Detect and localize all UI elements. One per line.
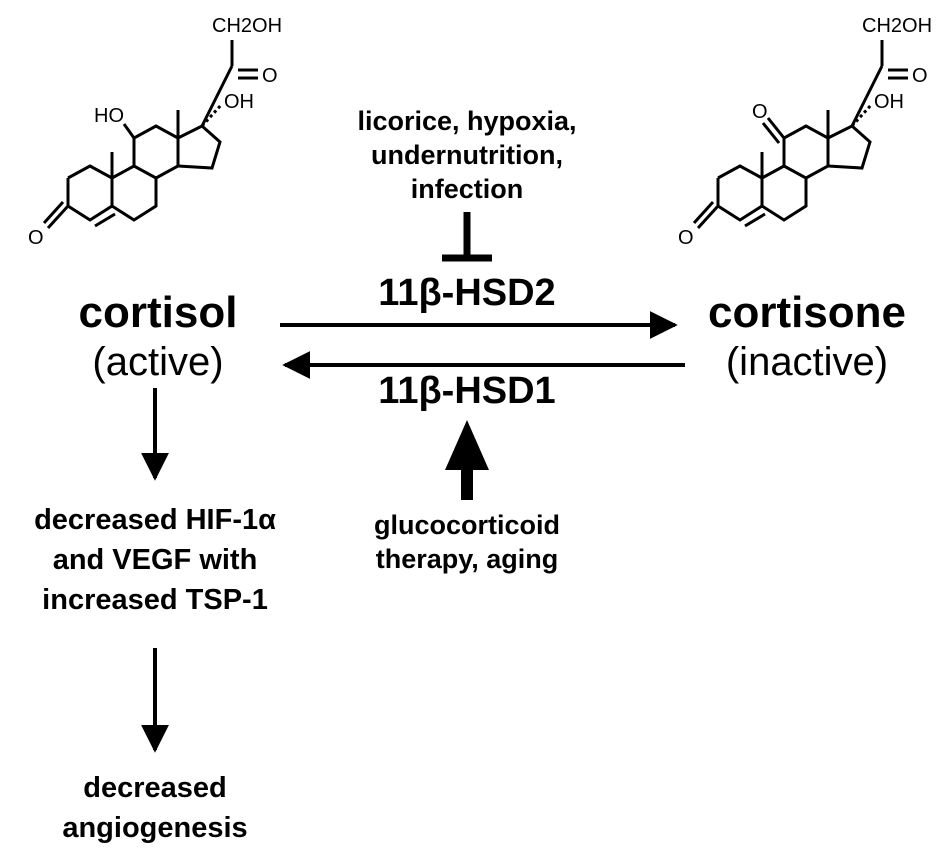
effect-line: decreased HIF-1α — [34, 504, 276, 536]
activator-list: glucocorticoid therapy, aging — [342, 508, 592, 576]
cortisone-structure — [692, 40, 908, 230]
effect-angiogenesis: decreased angiogenesis — [10, 768, 300, 848]
cortisol-oh17-label: OH — [224, 91, 254, 113]
cortisone-ketone11-label: O — [752, 101, 768, 123]
effect-line: increased TSP-1 — [42, 584, 268, 616]
cortisone-ch2oh-label: CH2OH — [862, 15, 932, 37]
cortisol-ketone3-label: O — [28, 227, 44, 249]
activator-line: therapy, aging — [375, 544, 559, 574]
inhibitor-list: licorice, hypoxia, undernutrition, infec… — [322, 104, 612, 206]
cortisol-name: cortisol — [78, 288, 238, 337]
effect-line: and VEGF with — [52, 544, 258, 576]
cortisone-ketone3-label: O — [678, 227, 694, 249]
cortisol-ch2oh-label: CH2OH — [212, 15, 282, 37]
effect-line: angiogenesis — [62, 812, 248, 844]
cortisone-oh17-label: OH — [874, 91, 904, 113]
cortisol-side-o-label: O — [262, 65, 278, 87]
cortisol-state: (active) — [92, 340, 224, 384]
effect-line: decreased — [83, 772, 227, 804]
activator-line: glucocorticoid — [373, 510, 560, 540]
enzyme-hsd2-label: 11β-HSD2 — [378, 272, 556, 314]
activation-arrow — [445, 420, 489, 500]
inhibitor-line: infection — [410, 174, 524, 204]
cortisone-side-o-label: O — [912, 65, 928, 87]
cortisol-structure — [42, 40, 258, 230]
inhibitor-line: undernutrition, — [371, 140, 563, 170]
enzyme-hsd1-label: 11β-HSD1 — [378, 370, 556, 412]
inhibitor-line: licorice, hypoxia, — [357, 106, 577, 136]
cortisone-state: (inactive) — [725, 340, 889, 384]
effect-hif-vegf: decreased HIF-1α and VEGF with increased… — [0, 500, 310, 620]
cortisone-name: cortisone — [707, 288, 907, 337]
cortisol-ho11-label: HO — [94, 105, 124, 127]
inhibition-symbol — [442, 212, 492, 262]
